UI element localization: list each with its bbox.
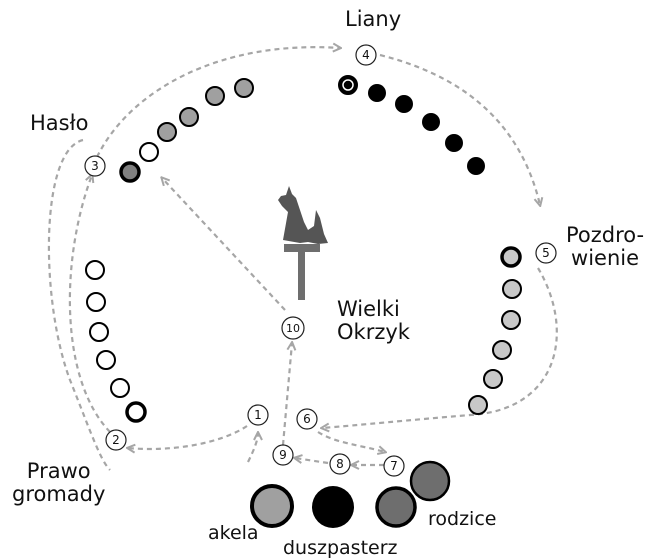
station-label-prawo-gromady-line2: gromady — [12, 482, 106, 507]
step-1-marker: 1 — [247, 404, 269, 426]
akela-circle — [250, 484, 294, 528]
arrow-haslo-loop — [47, 138, 111, 471]
person-label-akela: akela — [208, 522, 259, 544]
step-8-label: 8 — [336, 457, 344, 471]
step-10-label: 10 — [286, 322, 300, 335]
person-label-rodzice: rodzice — [428, 508, 497, 530]
participant-marker — [395, 95, 413, 113]
haslo-circle-group — [119, 78, 254, 183]
rodzice-circle-front — [375, 486, 417, 528]
prawo-gromady-circle-group — [85, 260, 147, 423]
station-label-prawo-gromady: Prawo gromady — [12, 459, 106, 507]
step-4-label: 4 — [362, 48, 370, 62]
arrow-5-to-6 — [322, 267, 558, 428]
participant-marker — [125, 401, 147, 423]
step-2-label: 2 — [112, 433, 120, 447]
person-label-duszpasterz: duszpasterz — [283, 537, 398, 559]
participant-marker — [467, 157, 485, 175]
station-label-wielki-okrzyk-line1: Wielki — [337, 297, 400, 321]
step-2-marker: 2 — [105, 429, 127, 451]
step-8-marker: 8 — [329, 453, 351, 475]
participant-marker — [139, 142, 159, 162]
step-6-label: 6 — [303, 412, 311, 426]
station-label-pozdrowienie-line2: wienie — [571, 246, 640, 271]
station-label-pozdrowienie-line1: Pozdro- — [566, 223, 645, 247]
arrow-9-to-10 — [281, 343, 292, 446]
arrow-4-to-5 — [379, 53, 540, 205]
arrow-8-to-9 — [295, 458, 329, 465]
arrow-1-to-2 — [128, 425, 248, 449]
participant-marker — [234, 78, 254, 98]
participant-marker — [368, 84, 386, 102]
rodzice-circle-back — [409, 460, 451, 502]
step-1-label: 1 — [254, 408, 262, 422]
pozdrowienie-circle-group — [468, 246, 522, 415]
step-3-label: 3 — [91, 159, 99, 173]
participant-marker — [445, 134, 463, 152]
participant-marker — [500, 246, 522, 268]
participant-marker — [468, 395, 488, 415]
station-label-pozdrowienie: Pozdro- wienie — [566, 223, 645, 271]
participant-marker — [205, 86, 225, 106]
participant-marker — [422, 113, 440, 131]
participant-marker — [502, 279, 522, 299]
liany-circle-group — [338, 75, 485, 175]
step-3-marker: 3 — [84, 155, 106, 177]
step-7-label: 7 — [390, 459, 398, 473]
step-4-marker: 4 — [355, 44, 377, 66]
participant-marker — [338, 75, 358, 95]
flow-arrows — [47, 47, 558, 471]
participant-marker — [85, 260, 105, 280]
arrow-9-to-1 — [247, 433, 258, 463]
duszpasterz-circle — [312, 486, 354, 528]
step-6-marker: 6 — [296, 408, 318, 430]
participant-marker — [492, 340, 512, 360]
participant-marker — [483, 369, 503, 389]
station-label-wielki-okrzyk: Wielki Okrzyk — [337, 297, 410, 345]
participant-marker — [157, 122, 177, 142]
station-label-liany: Liany — [345, 7, 402, 31]
participant-marker — [501, 310, 521, 330]
step-7-marker: 7 — [383, 455, 405, 477]
participant-marker — [89, 322, 109, 342]
step-markers: 1 2 3 4 5 6 7 8 9 10 — [84, 44, 557, 477]
station-label-wielki-okrzyk-line2: Okrzyk — [337, 320, 410, 345]
step-10-marker: 10 — [281, 316, 305, 340]
arrow-2-to-3 — [68, 175, 111, 433]
participant-marker — [96, 350, 116, 370]
arrow-10-to-3 — [162, 178, 286, 311]
step-9-label: 9 — [279, 448, 287, 462]
step-5-label: 5 — [542, 246, 550, 260]
participant-marker — [179, 107, 199, 127]
wolf-totem-icon — [278, 186, 328, 300]
participant-marker — [86, 292, 106, 312]
leaders-circle-group — [250, 460, 451, 528]
arrow-3-to-4 — [96, 47, 340, 158]
step-5-marker: 5 — [535, 242, 557, 264]
station-label-prawo-gromady-line1: Prawo — [26, 459, 91, 483]
arrow-6-to-7 — [317, 431, 385, 452]
participant-marker — [119, 161, 141, 183]
participant-marker — [110, 378, 130, 398]
step-9-marker: 9 — [272, 444, 294, 466]
station-label-haslo: Hasło — [30, 111, 89, 135]
